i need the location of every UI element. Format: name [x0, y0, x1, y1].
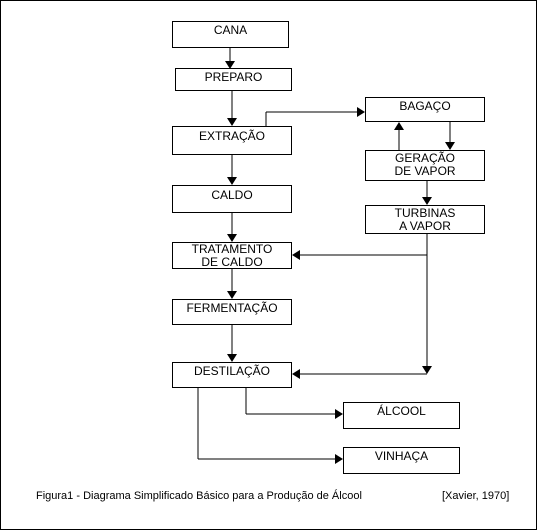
arrowhead-geracao-bagaco: [394, 122, 404, 130]
node-fermentacao: FERMENTAÇÃO: [172, 299, 292, 325]
arrowhead-extracao-bagaco: [357, 107, 365, 117]
arrowhead-tratamento-fermentacao: [227, 291, 237, 299]
arrowhead-turbinas-destilacao: [292, 369, 300, 379]
arrowhead-destilacao-vinhaca: [335, 454, 343, 464]
arrowhead-preparo-extracao: [227, 118, 237, 126]
arrowhead-cana-preparo: [225, 61, 235, 69]
node-geracao-label-1: GERAÇÃO: [394, 151, 455, 165]
node-vinhaca-label: VINHAÇA: [374, 449, 429, 463]
node-preparo-label: PREPARO: [204, 70, 263, 84]
node-caldo: CALDO: [172, 185, 292, 213]
node-cana: CANA: [172, 21, 289, 48]
node-alcool-label: ÁLCOOL: [377, 404, 426, 418]
node-cana-label: CANA: [213, 23, 248, 37]
node-extracao: EXTRAÇÃO: [172, 126, 292, 155]
arrowhead-fermentacao-destilacao: [227, 354, 237, 362]
node-destilacao: DESTILAÇÃO: [172, 362, 292, 388]
node-alcool: ÁLCOOL: [343, 402, 460, 429]
node-tratamento: TRATAMENTO DE CALDO: [172, 242, 292, 269]
arrowhead-turbinas-end: [422, 366, 432, 374]
node-fermentacao-label: FERMENTAÇÃO: [186, 301, 278, 315]
node-tratamento-label-1: TRATAMENTO: [191, 242, 273, 256]
node-geracao: GERAÇÃO DE VAPOR: [365, 150, 485, 181]
node-caldo-label: CALDO: [211, 188, 253, 202]
arrowhead-caldo-tratamento: [227, 234, 237, 242]
node-extracao-label: EXTRAÇÃO: [198, 129, 265, 143]
arrowhead-destilacao-alcool: [335, 409, 343, 419]
figure-source: [Xavier, 1970]: [442, 490, 510, 502]
arrowhead-turbinas-tratamento: [292, 250, 300, 260]
arrowhead-bagaco-geracao: [445, 142, 455, 150]
node-preparo: PREPARO: [175, 68, 292, 91]
figure-caption: Figura1 - Diagrama Simplificado Básico p…: [36, 490, 362, 502]
node-bagaco: BAGAÇO: [365, 97, 485, 122]
node-bagaco-label: BAGAÇO: [399, 99, 451, 113]
node-tratamento-label-2: DE CALDO: [201, 255, 263, 269]
node-turbinas-label-1: TURBINAS: [394, 206, 456, 220]
node-turbinas-label-2: A VAPOR: [399, 219, 451, 233]
node-vinhaca: VINHAÇA: [343, 447, 460, 474]
node-geracao-label-2: DE VAPOR: [394, 164, 456, 178]
node-destilacao-label: DESTILAÇÃO: [193, 364, 271, 378]
node-turbinas: TURBINAS A VAPOR: [365, 205, 485, 234]
arrowhead-geracao-turbinas: [422, 197, 432, 205]
arrowhead-extracao-caldo: [227, 177, 237, 185]
